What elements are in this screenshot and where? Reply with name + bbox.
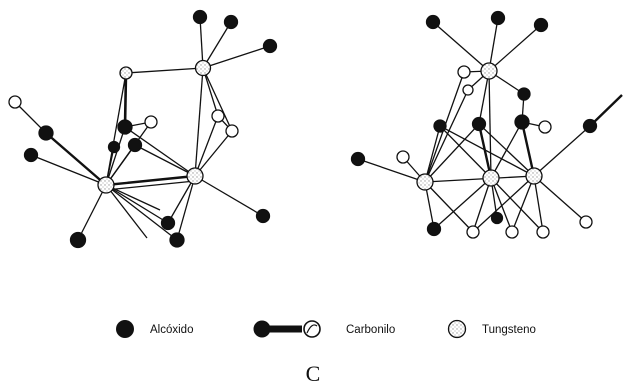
left-atoms (8, 9, 278, 249)
carbonyl-oxygen-atom (396, 150, 410, 164)
alkoxide-atom (255, 208, 271, 224)
carbonyl-oxygen-atom (505, 225, 519, 239)
alkoxide-atom (117, 119, 133, 135)
legend-tungsten: Tungsteno (447, 319, 536, 339)
alkoxide-atom (192, 9, 208, 25)
carbonyl-oxygen-atom (225, 124, 239, 138)
right-molecule-structure (350, 10, 623, 239)
carbonyl-oxygen-atom (144, 115, 158, 129)
alkoxide-atom (490, 211, 504, 225)
alkoxide-atom (517, 87, 531, 101)
alkoxide-atom (533, 17, 549, 33)
alkoxide-atom (426, 221, 442, 237)
left-molecule-structure (8, 9, 278, 249)
alkoxide-atom (471, 116, 487, 132)
legend-alkoxide: Alcóxido (116, 320, 193, 338)
tungsten-atom (482, 169, 500, 187)
tungsten-atom (480, 62, 498, 80)
carbonyl-oxygen-atom (579, 215, 593, 229)
alkoxide-atom (262, 38, 278, 54)
legend-carbonyl: Carbonilo (253, 320, 395, 338)
legend-alkoxide-label: Alcóxido (150, 324, 193, 336)
carbonyl-oxygen-atom (8, 95, 22, 109)
alkoxide-atom (38, 125, 54, 141)
alkoxide-atom (490, 10, 506, 26)
alkoxide-atom (433, 119, 447, 133)
tungsten-atom (97, 176, 115, 194)
carbonyl-oxygen-atom (466, 225, 480, 239)
carbonyl-oxygen-atom (211, 109, 225, 123)
carbonyl-oxygen-atom (462, 84, 474, 96)
alkoxide-atom (514, 114, 530, 130)
carbonyl-oxygen-atom (457, 65, 471, 79)
carbonyl-dumbbell-icon (253, 320, 321, 338)
alkoxide-atom (127, 137, 143, 153)
carbonyl-oxygen-atom (538, 120, 552, 134)
carbonyl-oxygen-atom (536, 225, 550, 239)
right-atoms (350, 10, 598, 239)
figure-caption: C (306, 361, 321, 386)
tungsten-atom (416, 173, 434, 191)
alkoxide-atom (582, 118, 598, 134)
speckled-circle-icon (447, 319, 467, 339)
alkoxide-atom (69, 231, 87, 249)
alkoxide-atom (350, 151, 366, 167)
alkoxide-atom (169, 232, 185, 248)
tungsten-atom (119, 66, 133, 80)
alkoxide-atom (425, 14, 441, 30)
tungsten-atom (186, 167, 204, 185)
legend: Alcóxido Carbonilo Tungsteno (116, 319, 536, 339)
legend-carbonyl-label: Carbonilo (346, 324, 395, 336)
alkoxide-atom (107, 140, 121, 154)
tungsten-atom (194, 59, 212, 77)
alkoxide-atom (160, 215, 176, 231)
alkoxide-atom (223, 14, 239, 30)
right-bonds (357, 17, 623, 233)
tungsten-atom (525, 167, 543, 185)
filled-black-circle-icon (116, 320, 134, 338)
legend-tungsten-label: Tungsteno (482, 324, 536, 336)
alkoxide-atom (23, 147, 39, 163)
